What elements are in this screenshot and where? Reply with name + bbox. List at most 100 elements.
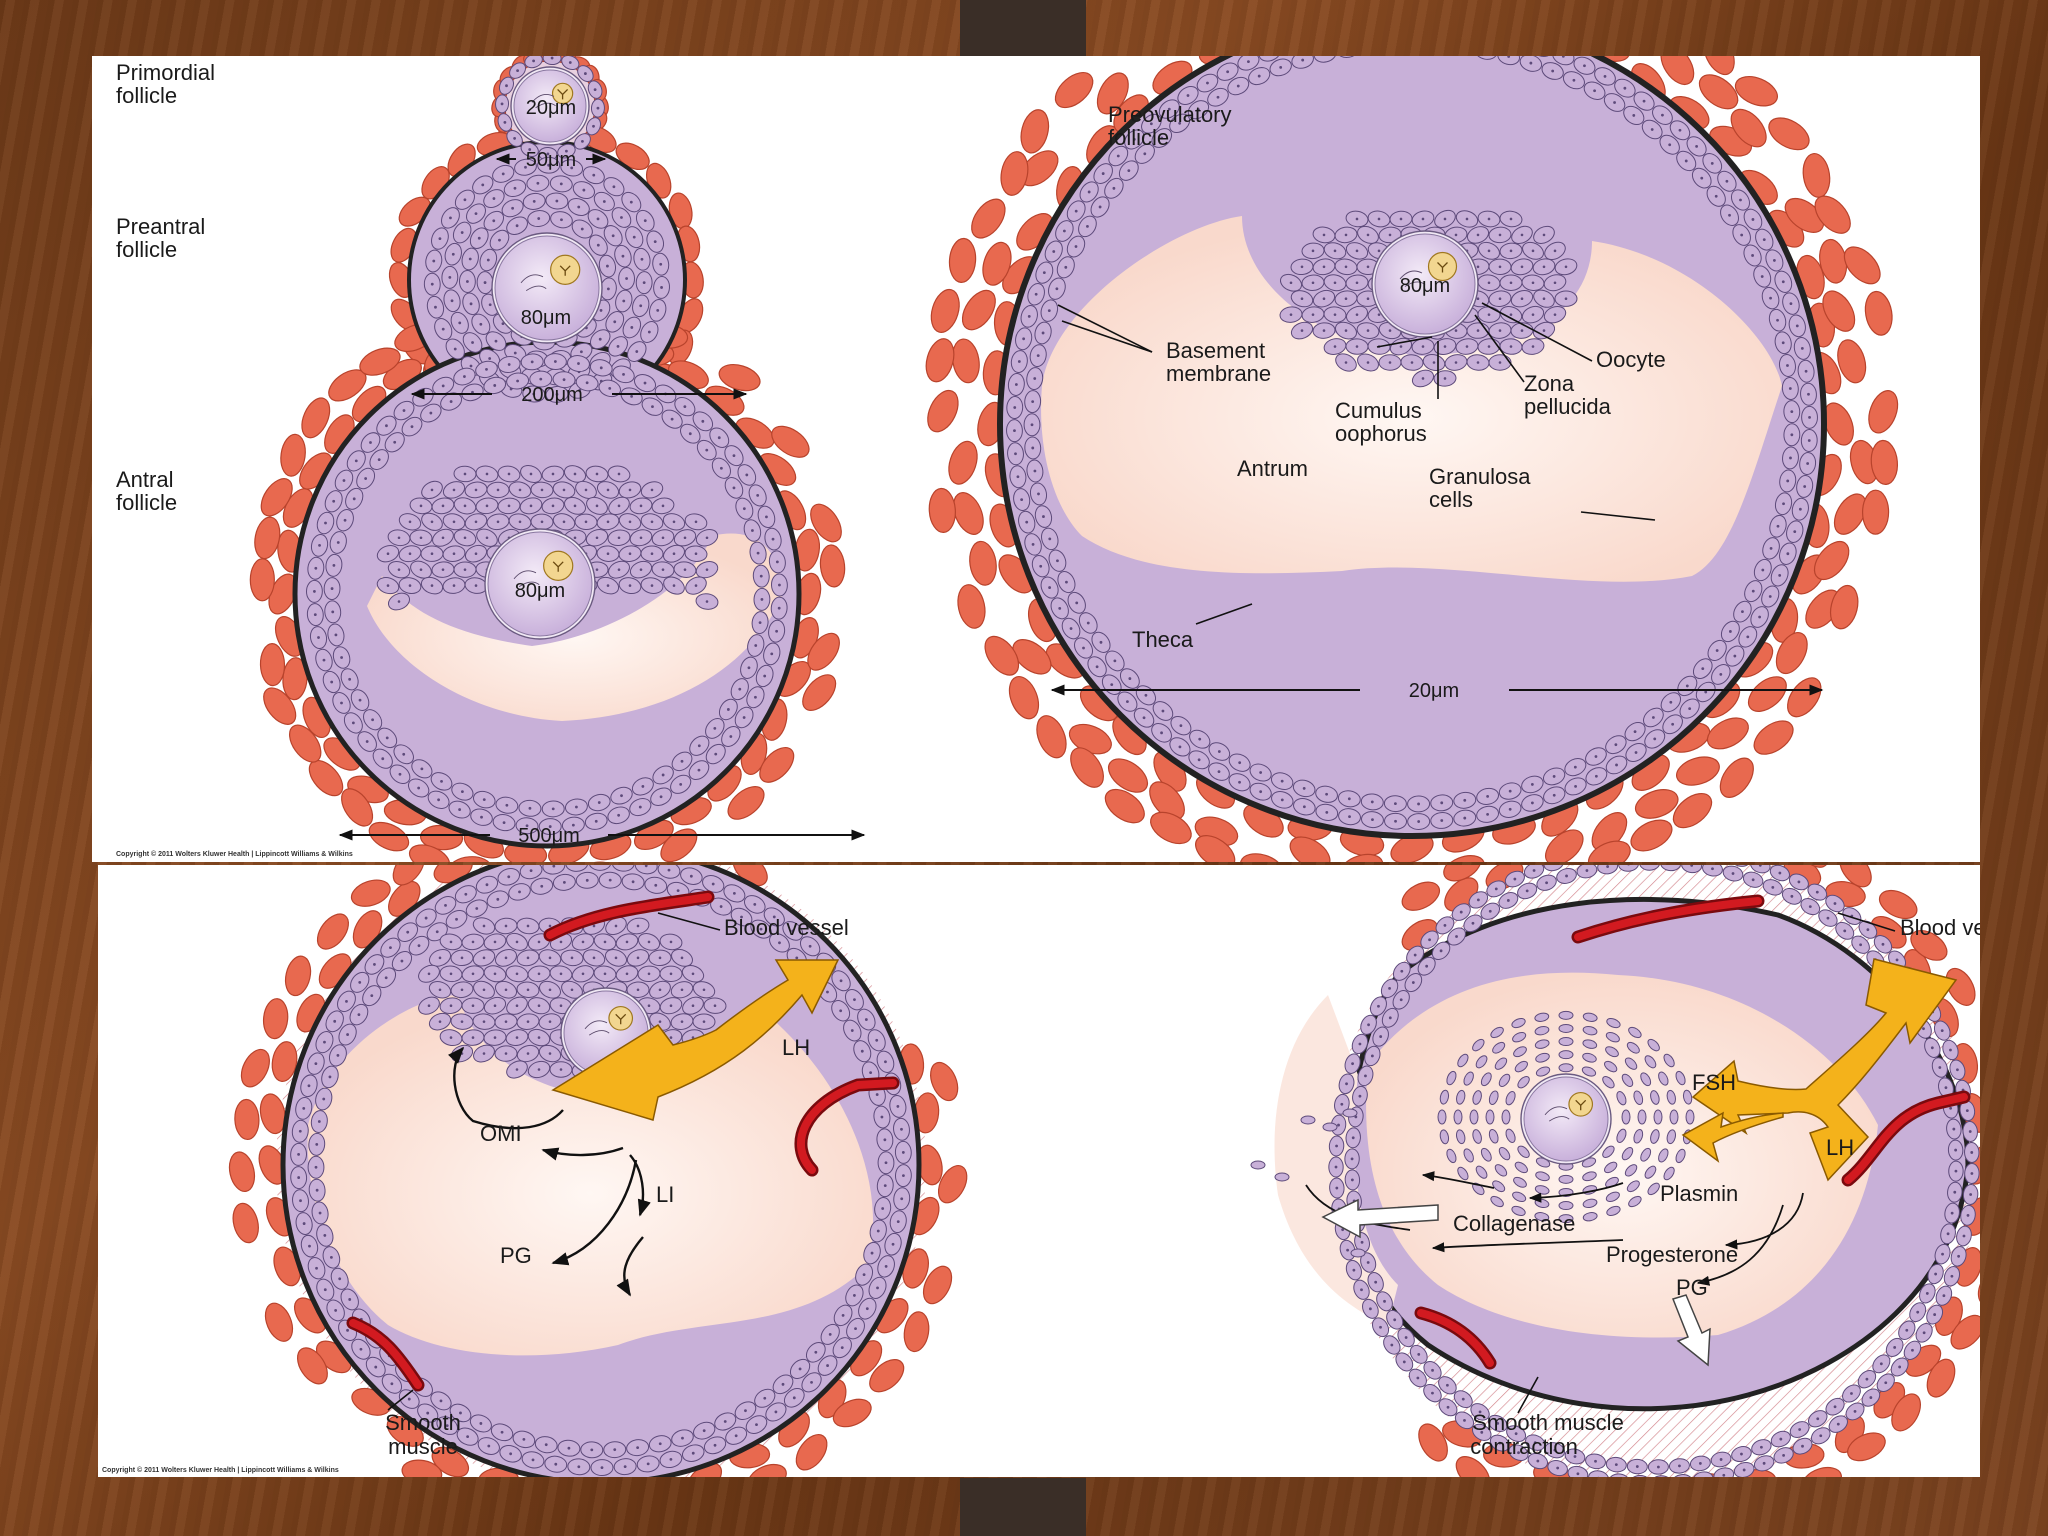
granulosa-nucleus [1016, 475, 1020, 479]
granulosa-nucleus [348, 677, 352, 681]
cumulus-cell [1439, 1129, 1450, 1145]
granulosa-nucleus [1344, 265, 1348, 269]
granulosa-nucleus [636, 1446, 640, 1450]
granulosa-nucleus [1930, 1046, 1934, 1050]
granulosa-nucleus [1055, 287, 1059, 291]
granulosa-nucleus [1345, 1082, 1348, 1086]
theca-cell [1910, 929, 1948, 961]
granulosa-nucleus [494, 339, 498, 343]
granulosa-nucleus [314, 1062, 318, 1066]
granulosa-nucleus [540, 884, 544, 888]
granulosa-nucleus [1790, 894, 1794, 898]
granulosa-nucleus [449, 216, 452, 220]
granulosa-nucleus [1476, 265, 1480, 269]
granulosa-nucleus [1112, 186, 1116, 190]
granulosa-nucleus [620, 794, 623, 798]
granulosa-nucleus [463, 568, 467, 571]
granulosa-nucleus [862, 1273, 866, 1277]
granulosa-nucleus [1014, 383, 1018, 386]
granulosa-nucleus [444, 904, 447, 907]
chromosome [559, 265, 571, 276]
granulosa-nucleus [299, 1199, 302, 1203]
granulosa-nucleus [441, 327, 445, 331]
theca-cell [1676, 756, 1720, 786]
granulosa-cell [1474, 56, 1498, 60]
granulosa-nucleus [1733, 654, 1737, 658]
granulosa-nucleus [1782, 502, 1785, 506]
cumulus-cell [1456, 1129, 1466, 1145]
granulosa-nucleus [526, 924, 530, 928]
granulosa-nucleus [1465, 345, 1469, 348]
cumulus-cell [1480, 1072, 1492, 1087]
granulosa-nucleus [854, 1327, 857, 1331]
granulosa-nucleus [778, 583, 781, 587]
granulosa-nucleus [1950, 1211, 1954, 1215]
granulosa-nucleus [1771, 885, 1775, 889]
granulosa-nucleus [485, 883, 489, 887]
granulosa-nucleus [1800, 347, 1804, 350]
granulosa-nucleus [1217, 750, 1221, 753]
granulosa-nucleus [1836, 1422, 1840, 1426]
granulosa-nucleus [841, 1313, 845, 1317]
granulosa-nucleus [1325, 792, 1328, 796]
cumulus-cell [1650, 1129, 1660, 1144]
granulosa-nucleus [1394, 802, 1397, 806]
granulosa-nucleus [449, 972, 453, 976]
granulosa-nucleus [386, 584, 390, 587]
granulosa-nucleus [559, 972, 563, 976]
granulosa-nucleus [501, 172, 505, 176]
granulosa-nucleus [1216, 95, 1220, 99]
granulosa-nucleus [1797, 880, 1801, 884]
granulosa-nucleus [1786, 552, 1790, 556]
granulosa-nucleus [714, 752, 718, 756]
granulosa-nucleus [496, 897, 500, 901]
granulosa-nucleus [1952, 1127, 1956, 1131]
granulosa-nucleus [599, 366, 603, 370]
granulosa-nucleus [548, 1052, 552, 1055]
cumulus-cell [1624, 1057, 1638, 1070]
granulosa-nucleus [1431, 1391, 1434, 1395]
zona-label-line2: pellucida [1524, 394, 1612, 419]
granulosa-nucleus [580, 227, 584, 231]
granulosa-nucleus [504, 956, 508, 960]
granulosa-nucleus [901, 1151, 905, 1154]
granulosa-nucleus [654, 883, 658, 887]
cumulus-cell [1606, 1017, 1621, 1029]
theca-cell [925, 338, 955, 383]
granulosa-nucleus [1388, 329, 1392, 332]
granulosa-nucleus [650, 520, 654, 524]
basement-label-line1: Basement [1166, 338, 1265, 363]
granulosa-nucleus [1751, 589, 1755, 593]
granulosa-nucleus [1443, 923, 1447, 927]
granulosa-nucleus [616, 344, 620, 348]
theca-cell [341, 788, 374, 827]
theca-cell [280, 433, 306, 477]
granulosa-nucleus [632, 235, 636, 239]
granulosa-nucleus [758, 621, 762, 625]
oocyte-nucleus [550, 254, 581, 285]
granulosa-nucleus [1701, 667, 1705, 671]
granulosa-nucleus [346, 1033, 349, 1036]
cumulus-cell [1535, 1052, 1550, 1063]
preantral-oocyte-size: 80μm [521, 307, 571, 329]
granulosa-nucleus [1101, 172, 1105, 175]
granulosa-nucleus [466, 280, 469, 283]
granulosa-nucleus [471, 1036, 475, 1039]
granulosa-nucleus [338, 1277, 342, 1281]
granulosa-nucleus [1394, 819, 1397, 823]
granulosa-nucleus [639, 304, 643, 308]
granulosa-nucleus [530, 360, 534, 364]
granulosa-nucleus [719, 905, 723, 908]
granulosa-nucleus [1404, 1336, 1408, 1339]
granulosa-nucleus [772, 915, 776, 919]
cumulus-cell [1505, 1128, 1516, 1143]
granulosa-nucleus [646, 1462, 650, 1466]
granulosa-nucleus [1895, 958, 1899, 962]
granulosa-nucleus [559, 1068, 563, 1071]
granulosa-nucleus [485, 368, 488, 371]
granulosa-nucleus [559, 940, 563, 944]
granulosa-nucleus [505, 84, 508, 88]
theca-cell [1096, 72, 1129, 115]
granulosa-nucleus [487, 1444, 491, 1448]
granulosa-nucleus [369, 441, 372, 444]
